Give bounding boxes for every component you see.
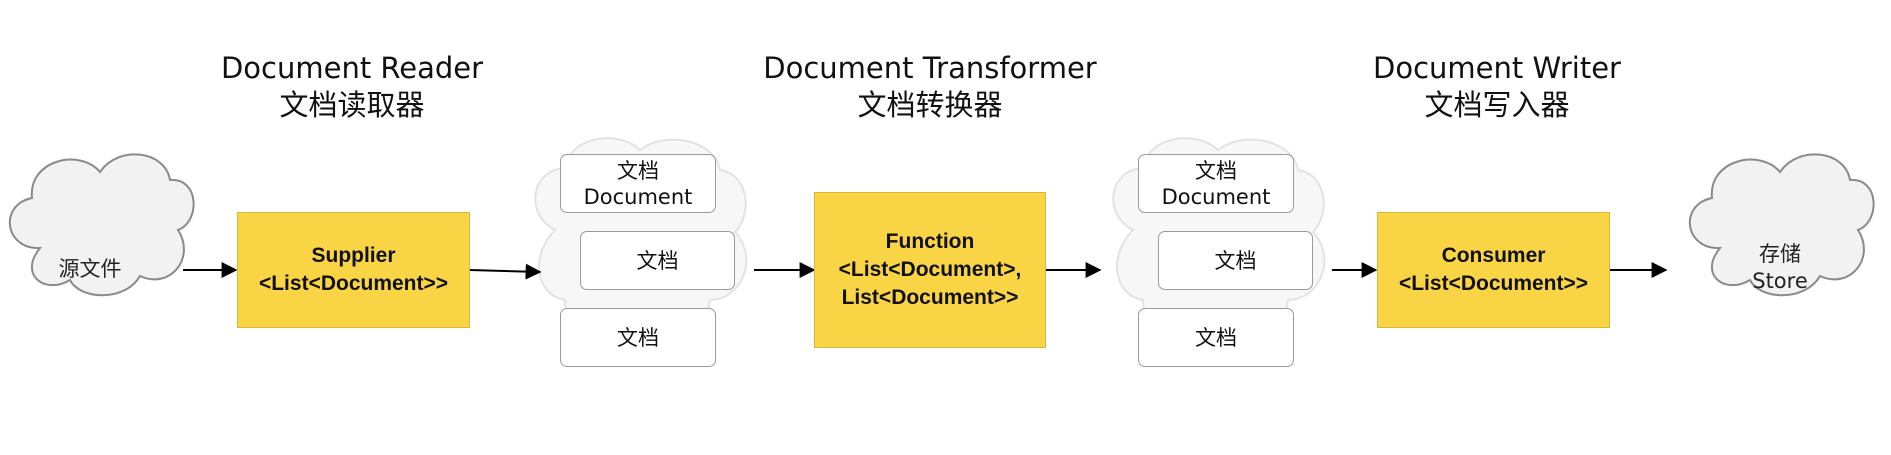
writer-title: Document Writer 文档写入器 xyxy=(1357,50,1637,124)
transformer-box-line2: <List<Document>, xyxy=(838,258,1022,281)
doc-group-1-item-2: 文档 xyxy=(580,231,735,290)
doc-label-en: Document xyxy=(1161,184,1271,209)
arrow-reader-to-docs xyxy=(469,263,542,280)
doc-group-1-item-3: 文档 xyxy=(560,308,716,367)
writer-box: Consumer <List<Document>> xyxy=(1377,212,1610,328)
source-label: 源文件 xyxy=(30,256,150,283)
doc-group-2-item-3: 文档 xyxy=(1138,308,1294,367)
transformer-box-line1: Function xyxy=(885,230,975,253)
transformer-box: Function <List<Document>, List<Document>… xyxy=(814,192,1046,348)
doc-label-zh: 文档 xyxy=(617,158,659,183)
doc-label-en: Document xyxy=(583,184,693,209)
doc-group-2-item-1: 文档 Document xyxy=(1138,154,1294,213)
doc-label: 文档 xyxy=(617,325,659,350)
reader-box-line1: Supplier xyxy=(311,244,396,267)
doc-label: 文档 xyxy=(1195,325,1237,350)
doc-group-1-item-1: 文档 Document xyxy=(560,154,716,213)
reader-box-line2: <List<Document>> xyxy=(258,272,449,295)
doc-label-zh: 文档 xyxy=(1195,158,1237,183)
doc-label: 文档 xyxy=(636,248,679,273)
transformer-box-line3: List<Document>> xyxy=(841,286,1019,309)
store-cloud-shape xyxy=(1688,153,1875,297)
source-label-text: 源文件 xyxy=(58,257,122,281)
store-label: 存储 Store xyxy=(1720,241,1840,295)
reader-title-zh: 文档读取器 xyxy=(279,88,425,122)
store-label-en: Store xyxy=(1752,269,1808,293)
transformer-title: Document Transformer 文档转换器 xyxy=(760,50,1100,124)
transformer-title-en: Document Transformer xyxy=(763,51,1097,85)
reader-title-en: Document Reader xyxy=(220,51,484,85)
writer-box-line2: <List<Document>> xyxy=(1398,272,1589,295)
doc-group-2-item-2: 文档 xyxy=(1158,231,1313,290)
transformer-title-zh: 文档转换器 xyxy=(857,88,1003,122)
source-cloud-shape xyxy=(8,153,195,297)
writer-title-zh: 文档写入器 xyxy=(1424,88,1570,122)
writer-title-en: Document Writer xyxy=(1373,51,1621,85)
reader-box: Supplier <List<Document>> xyxy=(237,212,470,328)
store-label-zh: 存储 xyxy=(1759,242,1801,266)
writer-box-line1: Consumer xyxy=(1441,244,1546,267)
doc-label: 文档 xyxy=(1214,248,1257,273)
reader-title: Document Reader 文档读取器 xyxy=(212,50,492,124)
